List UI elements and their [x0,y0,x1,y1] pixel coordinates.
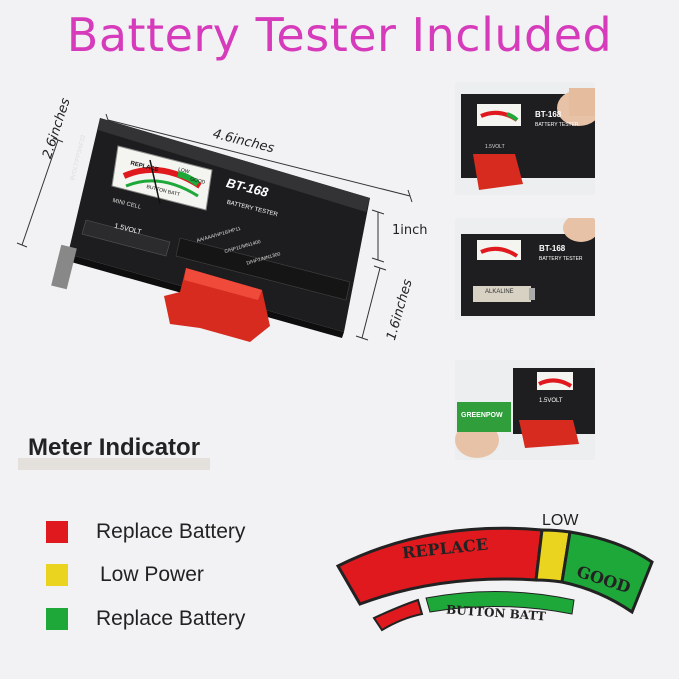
thumb1-volt: 1.5VOLT [485,144,505,150]
thumb2-subtitle: BATTERY TESTER [539,256,583,262]
legend-item-replace: Replace Battery [46,520,245,544]
page-title: Battery Tester Included [66,8,613,62]
legend-item-low: Low Power [46,563,204,587]
button-green-zone [425,590,575,615]
length-dimension-line [107,119,411,197]
thumb3-volt: 1.5VOLT [539,398,563,404]
usage-photo-2: BT-168 BATTERY TESTER ALKALINE [455,218,595,320]
red-swatch [46,521,68,543]
scale-low-label: LOW [542,512,579,529]
thumb2-model: BT-168 [539,244,566,253]
usage-photo-1: BT-168 BATTERY TESTER 1.5VOLT [455,82,595,195]
legend-label-replace: Replace Battery [96,520,246,543]
button-red-zone [372,598,424,632]
thumb3-battery: GREENPOW [461,412,503,419]
yellow-swatch [46,564,68,586]
legend-label-low: Low Power [100,563,204,586]
width-dimension-line [21,139,59,246]
slider-dimension-line [361,267,381,339]
height-dimension-label: 1inch [392,223,428,238]
thumb2-battery: ALKALINE [485,289,514,295]
usage-photo-3: 1.5VOLT GREENPOW [455,360,595,460]
meter-scale-diagram [335,526,654,632]
meter-indicator-heading: Meter Indicator [18,430,211,470]
legend-item-good: Replace Battery [46,607,245,631]
good-zone [560,530,654,615]
green-swatch [46,608,68,630]
legend-label-good: Replace Battery [96,607,246,630]
thumb1-subtitle: BATTERY TESTER [535,122,579,128]
thumb1-model: BT-168 [535,110,562,119]
